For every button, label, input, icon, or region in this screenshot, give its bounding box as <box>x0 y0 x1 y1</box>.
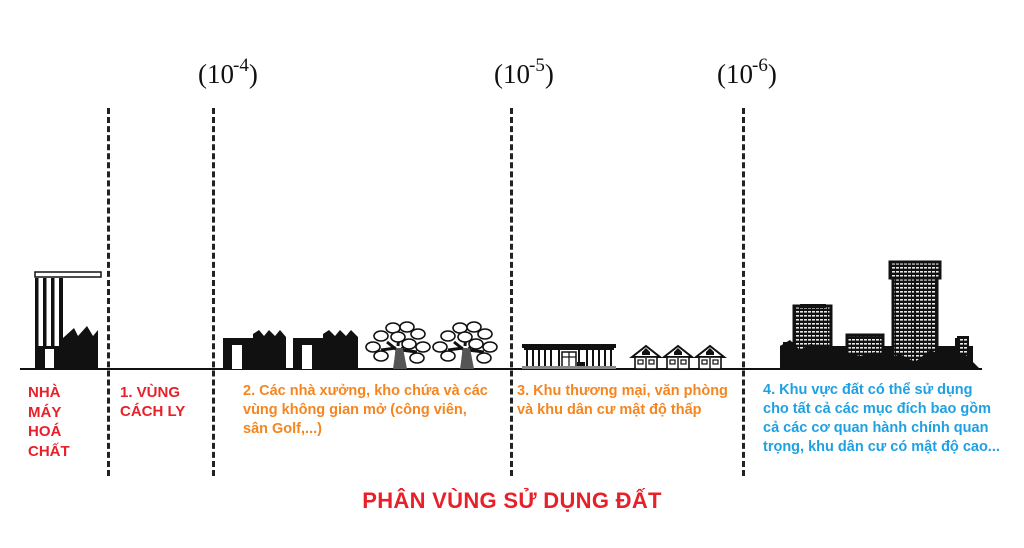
tree-icon <box>432 321 498 370</box>
risk-level-1e-4: (10-4) <box>198 55 258 90</box>
risk-close: ) <box>248 59 258 89</box>
source-label-line: CHẤT <box>28 442 70 460</box>
zone-label-line: và khu dân cư mật độ thấp <box>517 402 702 418</box>
risk-exponent: -6 <box>752 55 768 76</box>
zone-label-line: 3. Khu thương mại, văn phòng <box>517 383 728 399</box>
risk-exponent: -5 <box>529 55 545 76</box>
risk-level-1e-5: (10-5) <box>494 55 554 90</box>
zone-label-line: vùng không gian mở (công viên, <box>243 402 467 418</box>
risk-base: (10 <box>198 59 234 89</box>
zone-label-line: 4. Khu vực đất có thể sử dụng <box>763 382 973 398</box>
source-label-line: NHÀ <box>28 384 61 401</box>
source-label-line: HOÁ <box>28 423 62 440</box>
tree-icon <box>365 321 431 370</box>
source-label-line: MÁY <box>28 403 62 421</box>
house-icon <box>629 344 663 370</box>
risk-exponent: -4 <box>233 55 249 76</box>
source-label: NHÀ MÁY HOÁ CHẤT <box>28 383 70 461</box>
zone-label-line: 1. VÙNG <box>120 384 181 401</box>
ground-line <box>20 368 982 370</box>
zone-divider-4 <box>742 108 745 476</box>
zone-label-line: sân Golf,...) <box>243 421 322 437</box>
risk-base: (10 <box>717 59 753 89</box>
zone-label-line: trọng, khu dân cư có mật độ cao... <box>763 439 1000 455</box>
zone-label-line: cả các cơ quan hành chính quan <box>763 420 989 436</box>
zone-3-label: 3. Khu thương mại, văn phòng và khu dân … <box>517 382 728 420</box>
zone-4-label: 4. Khu vực đất có thể sử dụng cho tất cả… <box>763 381 1000 457</box>
risk-base: (10 <box>494 59 530 89</box>
warehouse-icon <box>293 330 358 369</box>
zone-label-line: 2. Các nhà xưởng, kho chứa và các <box>243 383 488 399</box>
risk-level-1e-6: (10-6) <box>717 55 777 90</box>
zone-label-line: CÁCH LY <box>120 403 186 420</box>
city-skyline-icon <box>780 260 980 370</box>
zone-divider-2 <box>212 108 215 476</box>
commercial-building-icon <box>522 344 616 369</box>
chemical-factory-icon <box>34 271 102 368</box>
house-icon <box>693 344 727 370</box>
zone-2-label: 2. Các nhà xưởng, kho chứa và các vùng k… <box>243 382 488 439</box>
warehouse-icon <box>223 330 286 369</box>
zone-divider-1 <box>107 108 110 476</box>
house-icon <box>661 344 695 370</box>
risk-close: ) <box>767 59 777 89</box>
zone-divider-3 <box>510 108 513 476</box>
risk-close: ) <box>544 59 554 89</box>
diagram-title: PHÂN VÙNG SỬ DỤNG ĐẤT <box>362 488 662 513</box>
zone-1-label: 1. VÙNG CÁCH LY <box>120 383 185 421</box>
zone-label-line: cho tất cả các mục đích bao gồm <box>763 401 992 417</box>
